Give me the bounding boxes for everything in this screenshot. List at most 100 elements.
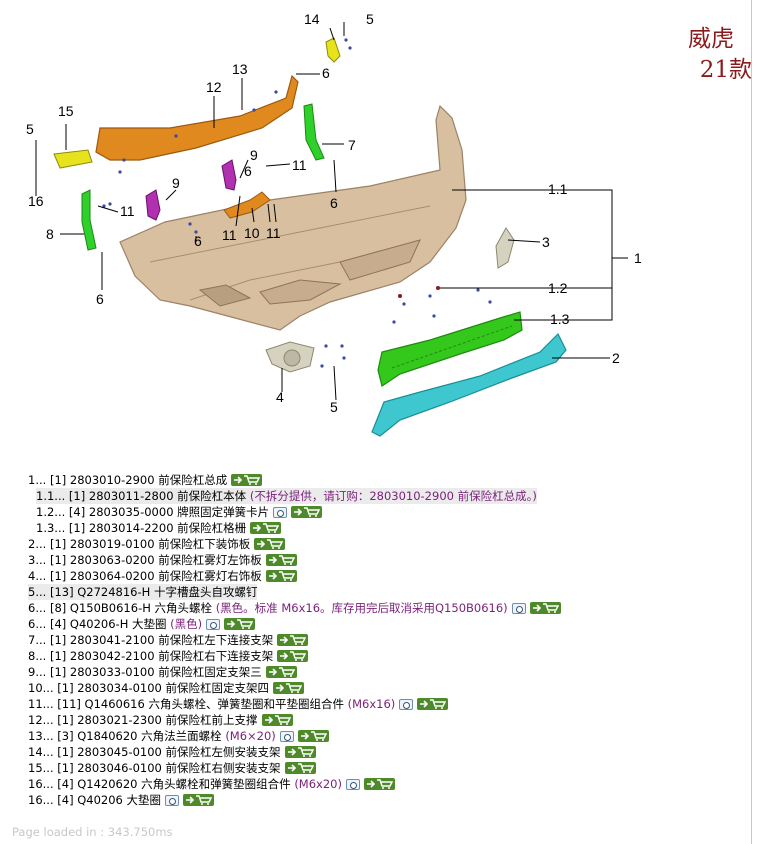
part-qty: [1]	[49, 553, 67, 567]
upper-brace[interactable]	[95, 74, 299, 161]
part-index: 3...	[28, 553, 47, 567]
part-text[interactable]: 10... [1] 2803034-0100 前保险杠固定支架四	[28, 680, 269, 696]
part-text[interactable]: 1.2... [4] 2803035-0000 牌照固定弹簧卡片	[36, 504, 269, 520]
part-code: 2803019-0100	[69, 537, 155, 551]
part-row[interactable]: 10... [1] 2803034-0100 前保险杠固定支架四	[28, 680, 748, 696]
part-text[interactable]: 9... [1] 2803033-0100 前保险杠固定支架三	[28, 664, 262, 680]
part-code: Q2724816-H	[77, 585, 151, 599]
camera-icon[interactable]	[273, 506, 288, 518]
part-row[interactable]: 1.2... [4] 2803035-0000 牌照固定弹簧卡片	[28, 504, 748, 520]
part-name: 前保险杠总成	[158, 473, 228, 487]
part-row[interactable]: 2... [1] 2803019-0100 前保险杠下装饰板	[28, 536, 748, 552]
part-row[interactable]: 11... [11] Q1460616 六角头螺栓、弹簧垫圈和平垫圈组合件 (M…	[28, 696, 748, 712]
add-to-cart-icon[interactable]	[284, 762, 316, 774]
part-index: 13...	[28, 729, 54, 743]
part-index: 6...	[28, 617, 47, 631]
part-text[interactable]: 11... [11] Q1460616 六角头螺栓、弹簧垫圈和平垫圈组合件 (M…	[28, 696, 395, 712]
add-to-cart-icon[interactable]	[277, 650, 309, 662]
part-text[interactable]: 3... [1] 2803063-0200 前保险杠雾灯左饰板	[28, 552, 262, 568]
part-name: 前保险杠左下连接支架	[158, 633, 274, 647]
part-index: 8...	[28, 649, 47, 663]
part-text[interactable]: 4... [1] 2803064-0200 前保险杠雾灯右饰板	[28, 568, 262, 584]
part-row[interactable]: 4... [1] 2803064-0200 前保险杠雾灯右饰板	[28, 568, 748, 584]
part-row[interactable]: 6... [8] Q150B0616-H 六角头螺栓 (黑色。标准 M6x16。…	[28, 600, 748, 616]
right-side-mount-bracket[interactable]	[53, 149, 93, 169]
part-text[interactable]: 5... [13] Q2724816-H 十字槽盘头自攻螺钉	[28, 584, 258, 600]
lower-trim[interactable]	[371, 332, 567, 437]
part-qty: [1]	[57, 713, 74, 727]
add-to-cart-icon[interactable]	[284, 746, 316, 758]
camera-icon[interactable]	[399, 698, 414, 710]
camera-icon[interactable]	[511, 602, 526, 614]
part-row[interactable]: 8... [1] 2803042-2100 前保险杠右下连接支架	[28, 648, 748, 664]
part-row[interactable]: 1... [1] 2803010-2900 前保险杠总成	[28, 472, 748, 488]
part-text[interactable]: 8... [1] 2803042-2100 前保险杠右下连接支架	[28, 648, 273, 664]
part-row[interactable]: 1.1... [1] 2803011-2800 前保险杠本体 (不拆分提供，请订…	[28, 488, 748, 504]
add-to-cart-icon[interactable]	[417, 698, 449, 710]
part-row[interactable]: 12... [1] 2803021-2300 前保险杠前上支撑	[28, 712, 748, 728]
part-row[interactable]: 3... [1] 2803063-0200 前保险杠雾灯左饰板	[28, 552, 748, 568]
part-row[interactable]: 9... [1] 2803033-0100 前保险杠固定支架三	[28, 664, 748, 680]
part-text[interactable]: 7... [1] 2803041-2100 前保险杠左下连接支架	[28, 632, 273, 648]
add-to-cart-icon[interactable]	[529, 602, 561, 614]
add-to-cart-icon[interactable]	[265, 570, 297, 582]
part-qty: [3]	[57, 729, 74, 743]
part-code: 2803045-0100	[77, 745, 162, 759]
part-row[interactable]: 5... [13] Q2724816-H 十字槽盘头自攻螺钉	[28, 584, 748, 600]
left-side-mount-bracket[interactable]	[325, 37, 341, 63]
bumper-body[interactable]	[119, 104, 467, 331]
part-row[interactable]: 13... [3] Q1840620 六角法兰面螺栓 (M6×20)	[28, 728, 748, 744]
left-lower-bracket[interactable]	[303, 103, 325, 161]
camera-icon[interactable]	[279, 730, 294, 742]
parts-list: 1... [1] 2803010-2900 前保险杠总成 1.1... [1] …	[28, 472, 748, 808]
part-text[interactable]: 13... [3] Q1840620 六角法兰面螺栓 (M6×20)	[28, 728, 276, 744]
part-index: 4...	[28, 569, 47, 583]
brace-bracket-four[interactable]	[223, 191, 271, 219]
part-name: 六角头螺栓	[154, 601, 213, 615]
part-row[interactable]: 1.3... [1] 2803014-2200 前保险杠格栅	[28, 520, 748, 536]
camera-icon[interactable]	[345, 778, 360, 790]
part-row[interactable]: 15... [1] 2803046-0100 前保险杠右侧安装支架	[28, 760, 748, 776]
part-text[interactable]: 6... [4] Q40206-H 大垫圈 (黑色)	[28, 616, 202, 632]
part-code: 2803064-0200	[69, 569, 155, 583]
fasteners	[102, 38, 492, 368]
camera-icon[interactable]	[165, 794, 180, 806]
part-text[interactable]: 14... [1] 2803045-0100 前保险杠左侧安装支架	[28, 744, 281, 760]
camera-icon[interactable]	[206, 618, 221, 630]
part-row[interactable]: 7... [1] 2803041-2100 前保险杠左下连接支架	[28, 632, 748, 648]
add-to-cart-icon[interactable]	[277, 634, 309, 646]
add-to-cart-icon[interactable]	[231, 474, 263, 486]
bracket-three-b[interactable]	[145, 189, 161, 221]
part-text[interactable]: 15... [1] 2803046-0100 前保险杠右侧安装支架	[28, 760, 281, 776]
part-text[interactable]: 16... [4] Q40206 大垫圈	[28, 792, 161, 808]
part-name: 前保险杠右侧安装支架	[165, 761, 281, 775]
add-to-cart-icon[interactable]	[254, 538, 286, 550]
add-to-cart-icon[interactable]	[183, 794, 215, 806]
part-row[interactable]: 14... [1] 2803045-0100 前保险杠左侧安装支架	[28, 744, 748, 760]
add-to-cart-icon[interactable]	[291, 506, 323, 518]
lower-grille[interactable]	[377, 311, 523, 387]
add-to-cart-icon[interactable]	[273, 682, 305, 694]
part-text[interactable]: 2... [1] 2803019-0100 前保险杠下装饰板	[28, 536, 250, 552]
part-text[interactable]: 1.1... [1] 2803011-2800 前保险杠本体 (不拆分提供，请订…	[36, 488, 537, 504]
part-text[interactable]: 12... [1] 2803021-2300 前保险杠前上支撑	[28, 712, 258, 728]
right-lower-bracket[interactable]	[81, 189, 97, 251]
add-to-cart-icon[interactable]	[363, 778, 395, 790]
part-text[interactable]: 6... [8] Q150B0616-H 六角头螺栓 (黑色。标准 M6x16。…	[28, 600, 508, 616]
part-row[interactable]: 16... [4] Q40206 大垫圈	[28, 792, 748, 808]
part-qty: [13]	[49, 585, 74, 599]
part-text[interactable]: 16... [4] Q1420620 六角头螺栓和弹簧垫圈组合件 (M6x20)	[28, 776, 342, 792]
part-text[interactable]: 1... [1] 2803010-2900 前保险杠总成	[28, 472, 227, 488]
part-text[interactable]: 1.3... [1] 2803014-2200 前保险杠格栅	[36, 520, 246, 536]
add-to-cart-icon[interactable]	[250, 522, 282, 534]
add-to-cart-icon[interactable]	[265, 666, 297, 678]
add-to-cart-icon[interactable]	[265, 554, 297, 566]
bracket-three-a[interactable]	[221, 159, 237, 191]
part-row[interactable]: 16... [4] Q1420620 六角头螺栓和弹簧垫圈组合件 (M6x20)	[28, 776, 748, 792]
add-to-cart-icon[interactable]	[224, 618, 256, 630]
add-to-cart-icon[interactable]	[261, 714, 293, 726]
part-row[interactable]: 6... [4] Q40206-H 大垫圈 (黑色)	[28, 616, 748, 632]
part-name: 六角头螺栓、弹簧垫圈和平垫圈组合件	[148, 697, 344, 711]
fog-lamp-left-trim[interactable]	[495, 227, 515, 269]
add-to-cart-icon[interactable]	[297, 730, 329, 742]
